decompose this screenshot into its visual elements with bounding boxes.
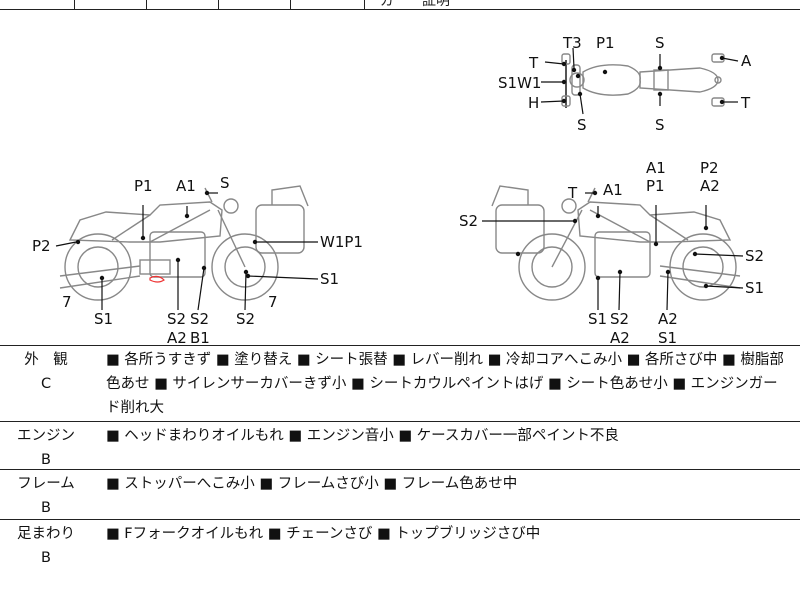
top-view-leaders — [540, 47, 739, 115]
condition-row-engine: エンジン B ■ ヘッドまわりオイルもれ ■ エンジン音小 ■ ケースカバー一部… — [0, 421, 800, 469]
diagram-label: S1 — [658, 329, 677, 345]
diagram-label: S2 — [610, 310, 629, 328]
diagram-label: S — [577, 116, 587, 134]
category-grade: B — [41, 500, 51, 516]
left-view-labels: P1 A1 S P2 W1P1 S1 7 S1 S2 S2 A2 B1 S2 7 — [32, 174, 363, 345]
right-view-labels: A1 P2 T A1 P1 A2 S2 S2 S1 S1 S2 A2 A2 S1 — [459, 159, 764, 345]
left-view-leaders — [55, 192, 319, 311]
diagram-label: S2 — [190, 310, 209, 328]
diagram-label: P1 — [596, 34, 615, 52]
diagram-label: S2 — [236, 310, 255, 328]
condition-row-suspension: 足まわり B ■ Fフォークオイルもれ ■ チェーンさび ■ トップブリッジさび… — [0, 519, 800, 600]
diagram-label: A — [741, 52, 752, 70]
diagram-label: T — [740, 94, 751, 112]
diagram-label: A1 — [646, 159, 666, 177]
diagram-label: 7 — [268, 293, 278, 311]
diagram-label: A1 — [176, 177, 196, 195]
right-view-leaders — [482, 192, 744, 311]
diagram-label: S1 — [320, 270, 339, 288]
diagram-label: T3 — [562, 34, 582, 52]
diagram-label: A2 — [658, 310, 678, 328]
diagram-label: S2 — [459, 212, 478, 230]
damage-diagram: T3 P1 S T A S1W1 H T S S — [0, 10, 800, 345]
diagram-label: A2 — [167, 329, 187, 345]
diagram-label: W1P1 — [320, 233, 363, 251]
condition-row-frame: フレーム B ■ ストッパーへこみ小 ■ フレームさび小 ■ フレーム色あせ中 — [0, 469, 800, 519]
left-view-dots — [75, 190, 258, 281]
top-view-motorcycle — [561, 53, 725, 108]
row-items: ■ ヘッドまわりオイルもれ ■ エンジン音小 ■ ケースカバー一部ペイント不良 — [106, 428, 619, 444]
category-grade: B — [41, 452, 51, 468]
row-category: エンジン B — [0, 422, 92, 472]
left-view-motorcycle — [59, 185, 309, 301]
diagram-label: A2 — [700, 177, 720, 195]
category-name: エンジン — [17, 428, 75, 444]
diagram-label: S2 — [745, 247, 764, 265]
top-view-labels: T3 P1 S T A S1W1 H T S S — [498, 34, 752, 134]
diagram-label: S — [655, 116, 665, 134]
header-cell — [218, 0, 291, 9]
diagram-label: A1 — [603, 181, 623, 199]
diagram-label: T — [528, 54, 539, 72]
category-name: 外 観 — [24, 352, 68, 368]
header-cell — [74, 0, 147, 9]
diagram-label: P2 — [700, 159, 719, 177]
diagram-label: P1 — [646, 177, 665, 195]
row-category: 外 観 C — [0, 346, 92, 396]
header-cell — [290, 0, 365, 9]
diagram-label: P1 — [134, 177, 153, 195]
diagram-label: P2 — [32, 237, 51, 255]
category-name: フレーム — [17, 476, 75, 492]
diagram-label: S2 — [167, 310, 186, 328]
category-grade: C — [40, 376, 52, 392]
row-items: ■ Fフォークオイルもれ ■ チェーンさび ■ トップブリッジさび中 — [106, 526, 541, 542]
diagram-label: S1 — [588, 310, 607, 328]
damage-marker — [149, 275, 165, 283]
diagram-label: S1 — [745, 279, 764, 297]
category-name: 足まわり — [17, 526, 75, 542]
motorcycle-diagram-svg: T3 P1 S T A S1W1 H T S S — [32, 34, 764, 345]
diagram-label: A2 — [610, 329, 630, 345]
row-category: 足まわり B — [0, 520, 92, 570]
diagram-label: S — [655, 34, 665, 52]
diagram-label: B1 — [190, 329, 210, 345]
diagram-label: S1 — [94, 310, 113, 328]
row-items: ■ ストッパーへこみ小 ■ フレームさび小 ■ フレーム色あせ中 — [106, 476, 518, 492]
right-view-dots — [515, 190, 709, 289]
diagram-label: H — [528, 94, 539, 112]
diagram-label: S — [220, 174, 230, 192]
header-cell — [0, 0, 75, 9]
header-cell — [146, 0, 219, 9]
diagram-label: S1W1 — [498, 74, 541, 92]
condition-table: 外 観 C ■ 各所うすきず ■ 塗り替え ■ シート張替 ■ レバー削れ ■ … — [0, 345, 800, 600]
diagram-label: T — [567, 184, 578, 202]
row-items: ■ 各所うすきず ■ 塗り替え ■ シート張替 ■ レバー削れ ■ 冷却コアへこ… — [106, 352, 784, 416]
right-view-motorcycle — [491, 185, 741, 301]
category-grade: B — [41, 550, 51, 566]
header-table-strip: ガ 証明 — [0, 0, 800, 10]
condition-row-exterior: 外 観 C ■ 各所うすきず ■ 塗り替え ■ シート張替 ■ レバー削れ ■ … — [0, 345, 800, 421]
row-category: フレーム B — [0, 470, 92, 520]
diagram-label: 7 — [62, 293, 72, 311]
top-view-dots — [561, 55, 725, 105]
header-cut-text: ガ 証明 — [380, 0, 450, 9]
